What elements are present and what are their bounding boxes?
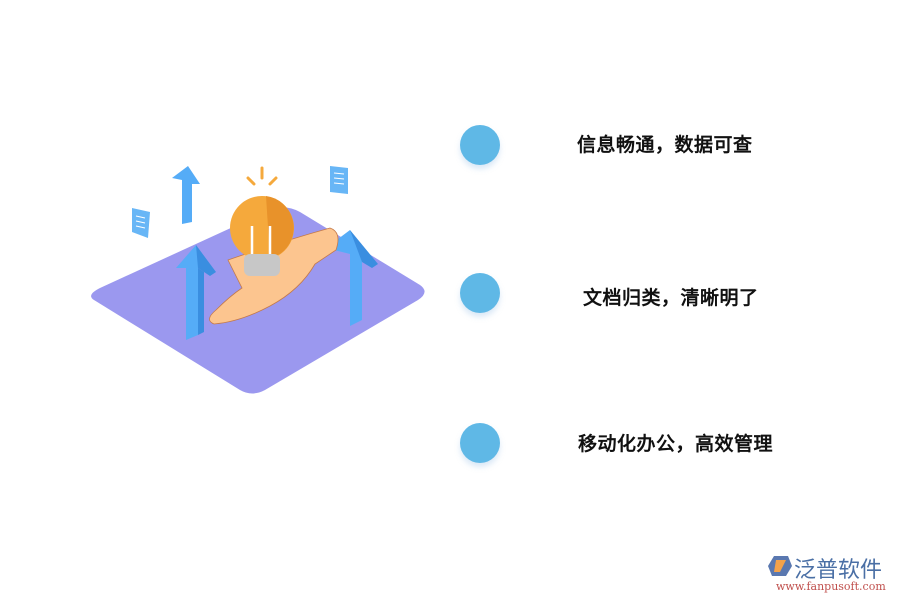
- document-icon: [132, 208, 150, 238]
- feature-label: 移动化办公，高效管理: [578, 433, 774, 455]
- illustration-svg: [91, 166, 425, 394]
- feature-label: 信息畅通，数据可查: [577, 134, 753, 156]
- logo-url: www.fanpusoft.com: [776, 580, 886, 593]
- logo-icon: [768, 556, 792, 576]
- up-arrow-icon: [176, 245, 216, 340]
- bullet-dot: [460, 273, 500, 313]
- up-arrow-icon: [172, 166, 200, 224]
- logo-name: 泛普软件: [794, 558, 883, 583]
- illustration: [80, 150, 440, 400]
- bullet-dot: [460, 125, 500, 165]
- up-arrow-icon: [326, 230, 378, 326]
- feature-label: 文档归类，清晰明了: [583, 287, 759, 309]
- brand-logo: 泛普软件 www.fanpusoft.com: [768, 552, 898, 596]
- bullet-dot: [460, 423, 500, 463]
- document-icon: [330, 166, 348, 194]
- lightbulb-icon: [230, 166, 294, 276]
